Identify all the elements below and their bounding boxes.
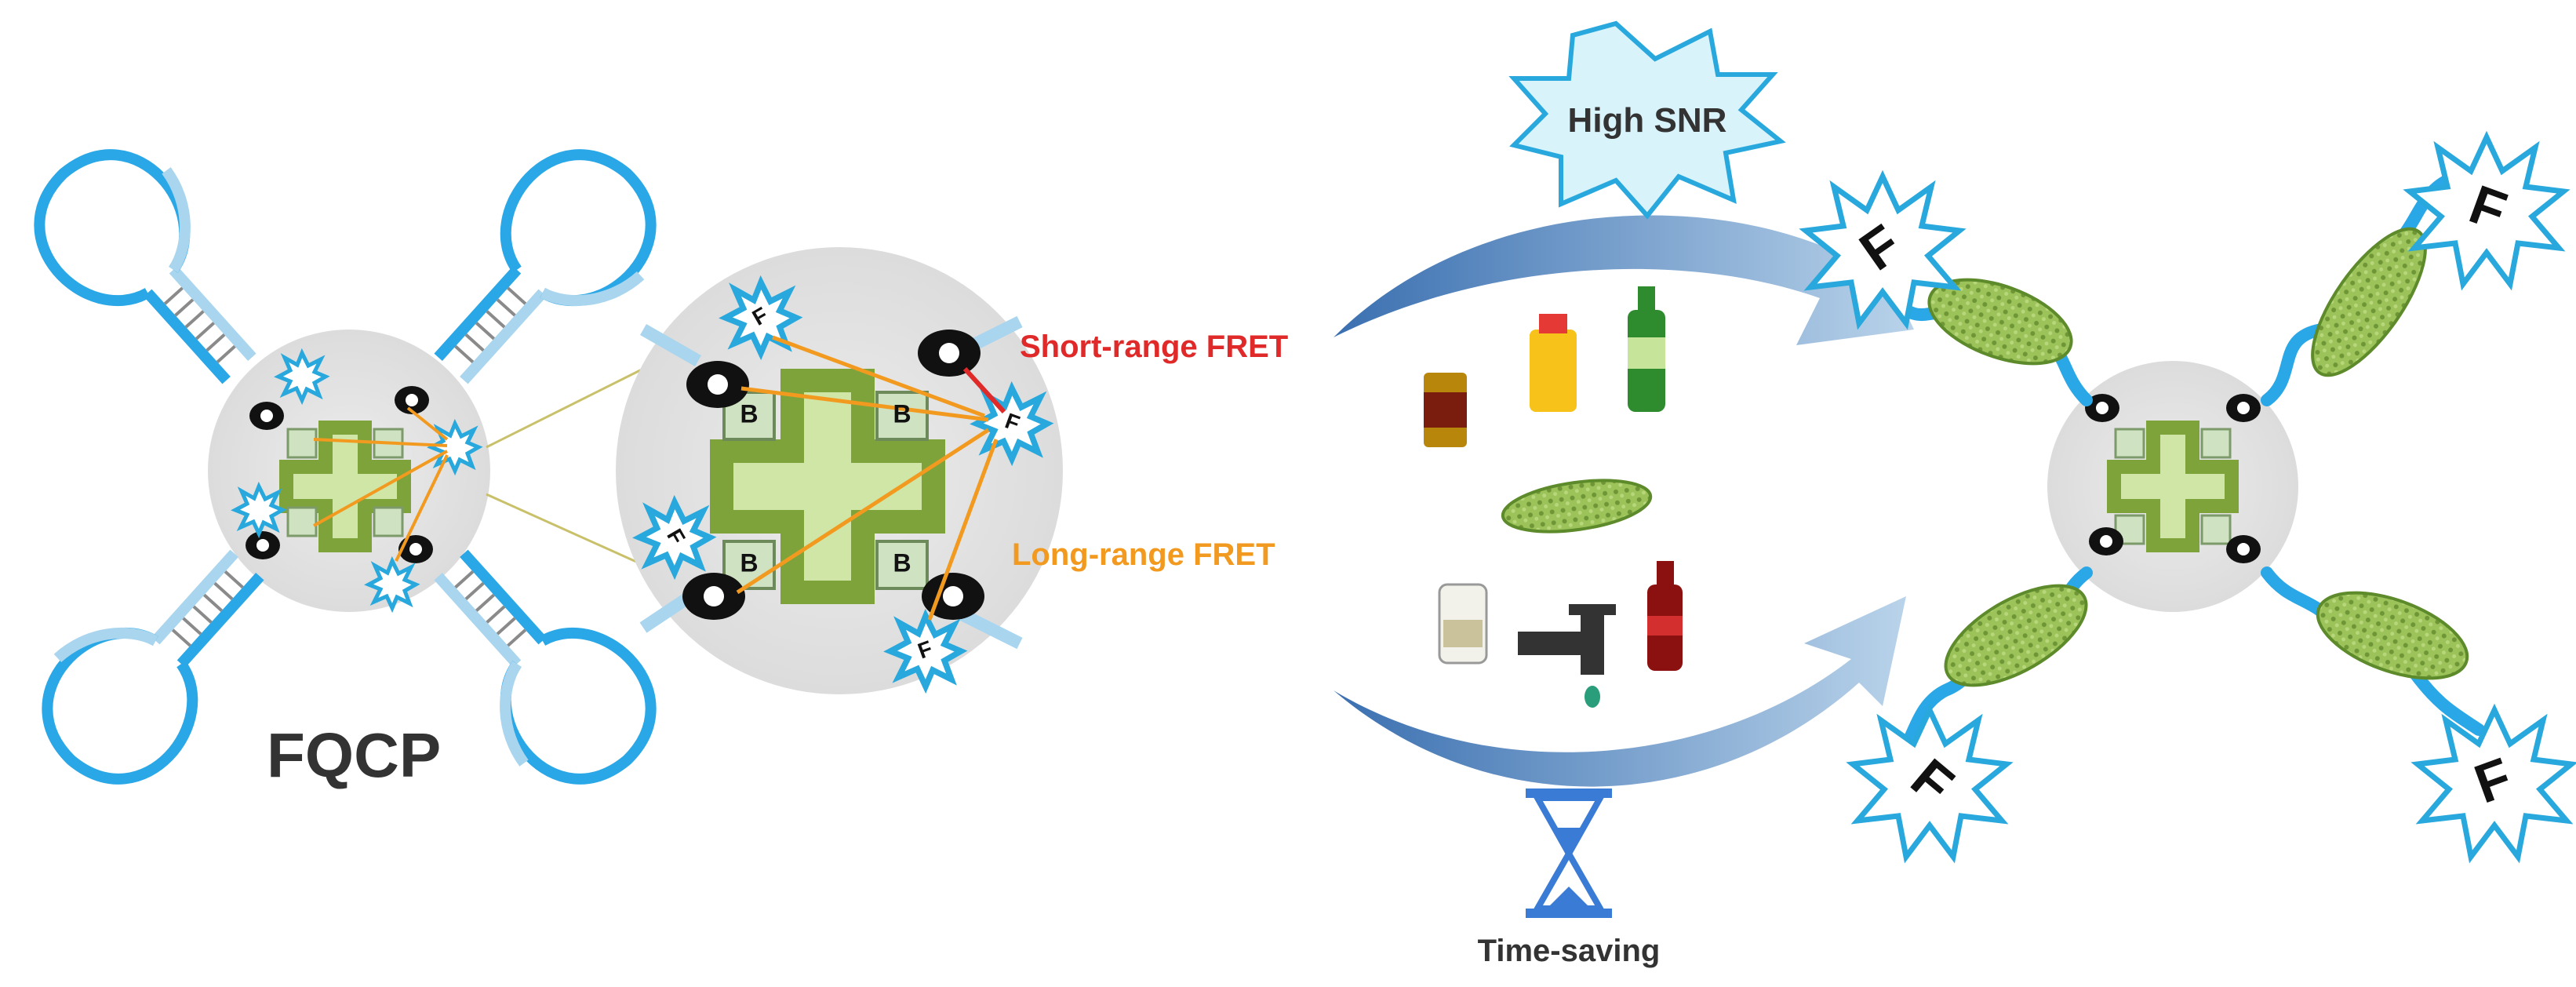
can-icon <box>1424 373 1467 447</box>
bridge-glyph: B <box>740 548 758 577</box>
time-saving-label: Time-saving <box>1478 934 1661 968</box>
high-snr-label: High SNR <box>1568 101 1727 140</box>
bacterium-icon <box>1501 479 1653 534</box>
zoom-lines <box>486 367 644 566</box>
short-range-fret-label: Short-range FRET <box>1020 330 1288 364</box>
milk-bottle-icon <box>1438 583 1488 665</box>
food-samples <box>1424 286 1683 708</box>
probe-name-label: FQCP <box>267 720 441 790</box>
lower-curved-arrow <box>1333 596 1906 787</box>
high-snr-badge: High SNR <box>1508 20 1786 220</box>
zoomed-core <box>616 247 1063 694</box>
cola-bottle-icon <box>1647 561 1683 671</box>
faucet-icon <box>1518 604 1616 708</box>
bridge-glyph: B <box>893 548 911 577</box>
hourglass-icon <box>1526 789 1612 918</box>
fqcp-probe: FQCP <box>12 121 686 813</box>
zoom-stems <box>639 315 1023 650</box>
bound-bacteria <box>1927 227 2469 687</box>
fret-arrows-small <box>313 406 449 562</box>
juice-bottle-icon <box>1530 314 1577 412</box>
short-range-arrow <box>962 366 1006 414</box>
opened-probe <box>1806 137 2571 857</box>
zoom-long-range-arrows <box>736 335 999 621</box>
upper-curved-arrow <box>1333 212 1914 345</box>
bridge-glyph: B <box>893 399 911 428</box>
green-bottle-icon <box>1628 286 1665 412</box>
long-range-fret-label: Long-range FRET <box>1012 537 1275 572</box>
bridge-glyph: B <box>740 399 758 428</box>
